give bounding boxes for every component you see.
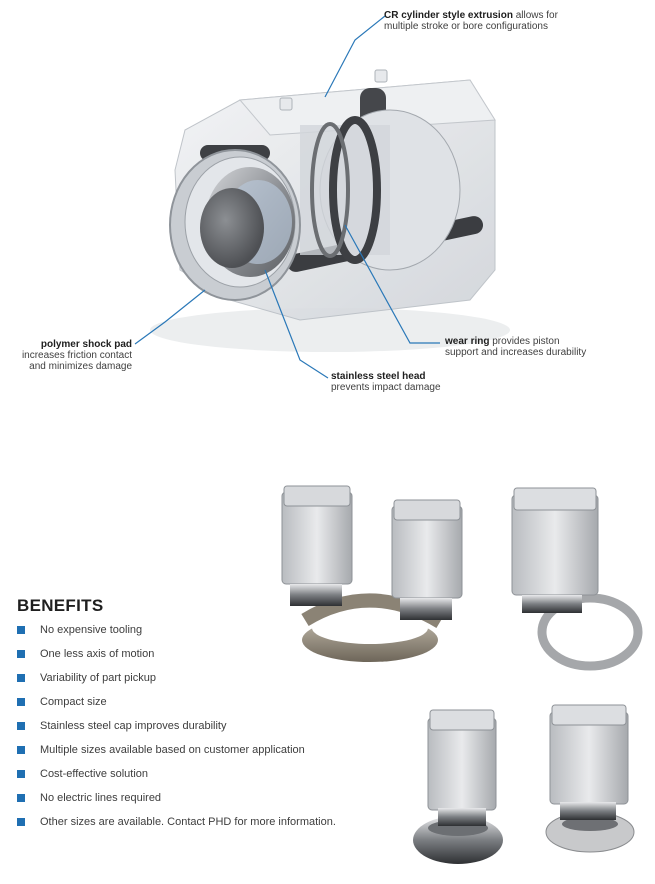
benefit-text: One less axis of motion: [40, 648, 155, 660]
product-photo-clamp-ring: [511, 487, 643, 671]
callout-steel-head-bold: stainless steel head: [331, 371, 426, 382]
wear-ring: [329, 116, 381, 264]
callout-steel-head: stainless steel head prevents impact dam…: [331, 371, 441, 393]
square-bullet-icon: [17, 674, 25, 682]
callout-cr-cylinder-line2: multiple stroke or bore configurations: [384, 21, 548, 32]
square-bullet-icon: [17, 698, 25, 706]
callout-shock-pad-line3: and minimizes damage: [29, 361, 132, 372]
callout-wear-ring-text: provides piston: [489, 336, 560, 347]
benefit-text: No expensive tooling: [40, 624, 143, 636]
benefit-item: No expensive tooling: [17, 624, 336, 648]
leader-line-wear-ring: [344, 224, 440, 344]
benefit-item: Stainless steel cap improves durability: [17, 720, 336, 744]
callout-shock-pad: polymer shock pad increases friction con…: [10, 339, 132, 372]
callout-cr-cylinder: CR cylinder style extrusion allows for m…: [384, 10, 558, 32]
callout-shock-pad-line2: increases friction contact: [21, 350, 132, 361]
square-bullet-icon: [17, 626, 25, 634]
benefit-item: Other sizes are available. Contact PHD f…: [17, 816, 336, 840]
port-icon: [279, 97, 293, 111]
callout-cr-cylinder-text: allows for: [512, 10, 558, 21]
port-icon: [374, 69, 388, 83]
cylinder-shadow: [150, 308, 510, 352]
product-photo-vacuum-cups: [413, 704, 635, 864]
leader-line-cr: [324, 15, 386, 98]
benefit-text: Variability of part pickup: [40, 672, 156, 684]
square-bullet-icon: [17, 746, 25, 754]
benefit-item: No electric lines required: [17, 792, 336, 816]
benefit-item: Cost-effective solution: [17, 768, 336, 792]
benefits-list: No expensive tooling One less axis of mo…: [17, 624, 336, 840]
square-bullet-icon: [17, 722, 25, 730]
leader-line-shock-pad: [134, 289, 206, 345]
callout-wear-ring-line2: support and increases durability: [445, 347, 587, 358]
callout-steel-head-line2: prevents impact damage: [331, 382, 441, 393]
benefit-item: Multiple sizes available based on custom…: [17, 744, 336, 768]
callout-cr-cylinder-bold: CR cylinder style extrusion: [384, 10, 513, 21]
callout-wear-ring: wear ring provides piston support and in…: [445, 336, 586, 358]
benefit-text: Stainless steel cap improves durability: [40, 720, 227, 732]
benefit-item: Variability of part pickup: [17, 672, 336, 696]
square-bullet-icon: [17, 818, 25, 826]
benefit-text: No electric lines required: [40, 792, 162, 804]
benefit-text: Cost-effective solution: [40, 768, 149, 780]
benefit-text: Compact size: [40, 696, 107, 708]
benefit-item: Compact size: [17, 696, 336, 720]
square-bullet-icon: [17, 770, 25, 778]
benefit-text: Multiple sizes available based on custom…: [40, 744, 305, 756]
square-bullet-icon: [17, 794, 25, 802]
benefit-item: One less axis of motion: [17, 648, 336, 672]
benefit-text: Other sizes are available. Contact PHD f…: [40, 816, 336, 828]
benefits-heading: BENEFITS: [17, 596, 104, 615]
product-photo-double-cylinder: [281, 485, 463, 662]
callout-shock-pad-bold: polymer shock pad: [40, 339, 132, 350]
callout-wear-ring-bold: wear ring: [445, 336, 490, 347]
square-bullet-icon: [17, 650, 25, 658]
leader-line-steel-head: [264, 269, 329, 379]
